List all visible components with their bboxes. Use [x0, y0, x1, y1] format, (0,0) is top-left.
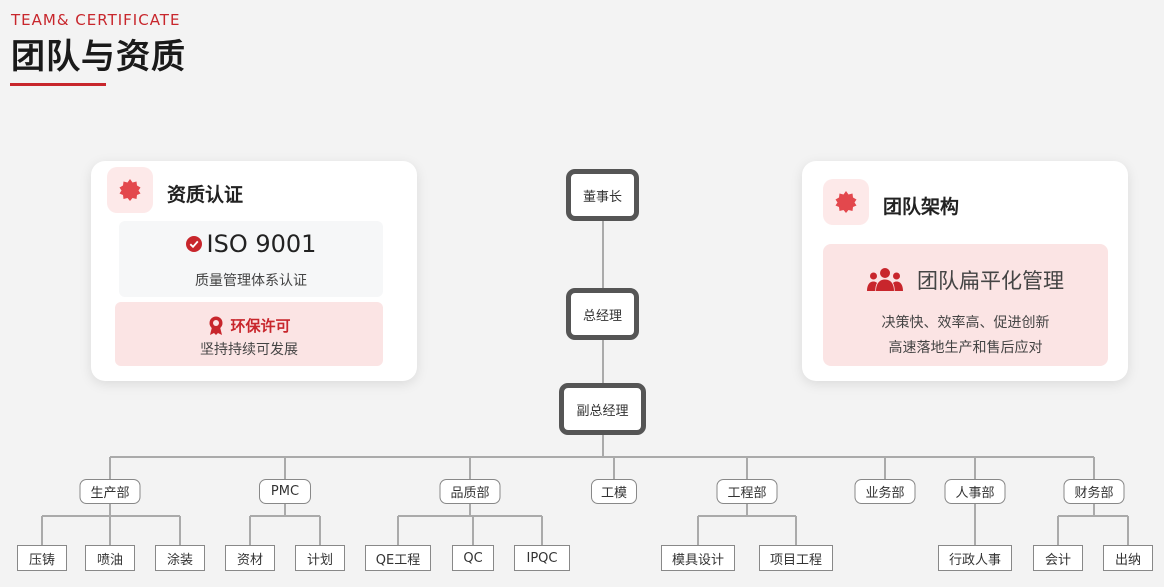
team-card: 团队架构 团队扁平化管理 决策快、效率高、促进创新 高速落地生产和售后应对 [802, 161, 1128, 381]
env-desc: 坚持持续可发展 [200, 342, 298, 358]
check-circle-icon [185, 236, 202, 252]
badge-icon [823, 179, 869, 225]
team-highlight-title: 团队扁平化管理 [917, 269, 1064, 293]
sub-cashier: 出纳 [1103, 545, 1153, 571]
dept-pmc: PMC [259, 479, 311, 504]
sub-coating: 涂装 [155, 545, 205, 571]
dept-tooling: 工模 [591, 479, 637, 504]
sub-spray-oil: 喷油 [85, 545, 135, 571]
page-subtitle: TEAM& CERTIFICATE [11, 11, 181, 29]
title-underline [10, 83, 106, 86]
sub-mold-design: 模具设计 [661, 545, 735, 571]
page-title: 团队与资质 [11, 37, 186, 77]
env-title: 环保许可 [230, 317, 291, 335]
team-highlight-line2: 高速落地生产和售后应对 [888, 340, 1043, 356]
dept-engineering: 工程部 [716, 479, 778, 504]
dept-finance: 财务部 [1063, 479, 1125, 504]
qualification-card: 资质认证 ISO 9001 质量管理体系认证 环保许可 坚持持续可发展 [91, 161, 417, 381]
badge-icon [107, 167, 153, 213]
award-ribbon-icon [209, 316, 223, 335]
sub-ipqc: IPQC [514, 545, 570, 571]
users-icon [867, 268, 903, 291]
iso-desc: 质量管理体系认证 [195, 273, 307, 289]
org-deputy-gm: 副总经理 [559, 383, 646, 435]
sub-qe-engineering: QE工程 [365, 545, 431, 571]
org-gm: 总经理 [566, 288, 639, 340]
dept-quality: 品质部 [439, 479, 501, 504]
team-card-title: 团队架构 [883, 196, 960, 218]
sub-accounting: 会计 [1033, 545, 1083, 571]
team-highlight-panel: 团队扁平化管理 决策快、效率高、促进创新 高速落地生产和售后应对 [823, 244, 1108, 366]
sub-die-casting: 压铸 [17, 545, 67, 571]
dept-business: 业务部 [854, 479, 916, 504]
team-highlight-line1: 决策快、效率高、促进创新 [881, 315, 1050, 331]
sub-qc: QC [452, 545, 494, 571]
sub-planning: 计划 [295, 545, 345, 571]
sub-admin-hr: 行政人事 [938, 545, 1012, 571]
env-panel: 环保许可 坚持持续可发展 [115, 302, 383, 366]
sub-project-engineering: 项目工程 [759, 545, 833, 571]
sub-materials: 资材 [225, 545, 275, 571]
dept-production: 生产部 [79, 479, 141, 504]
dept-hr: 人事部 [944, 479, 1006, 504]
iso-title: ISO 9001 [206, 230, 317, 258]
iso-panel: ISO 9001 质量管理体系认证 [119, 221, 383, 297]
qualification-card-title: 资质认证 [167, 184, 244, 206]
org-chairman: 董事长 [566, 169, 639, 221]
